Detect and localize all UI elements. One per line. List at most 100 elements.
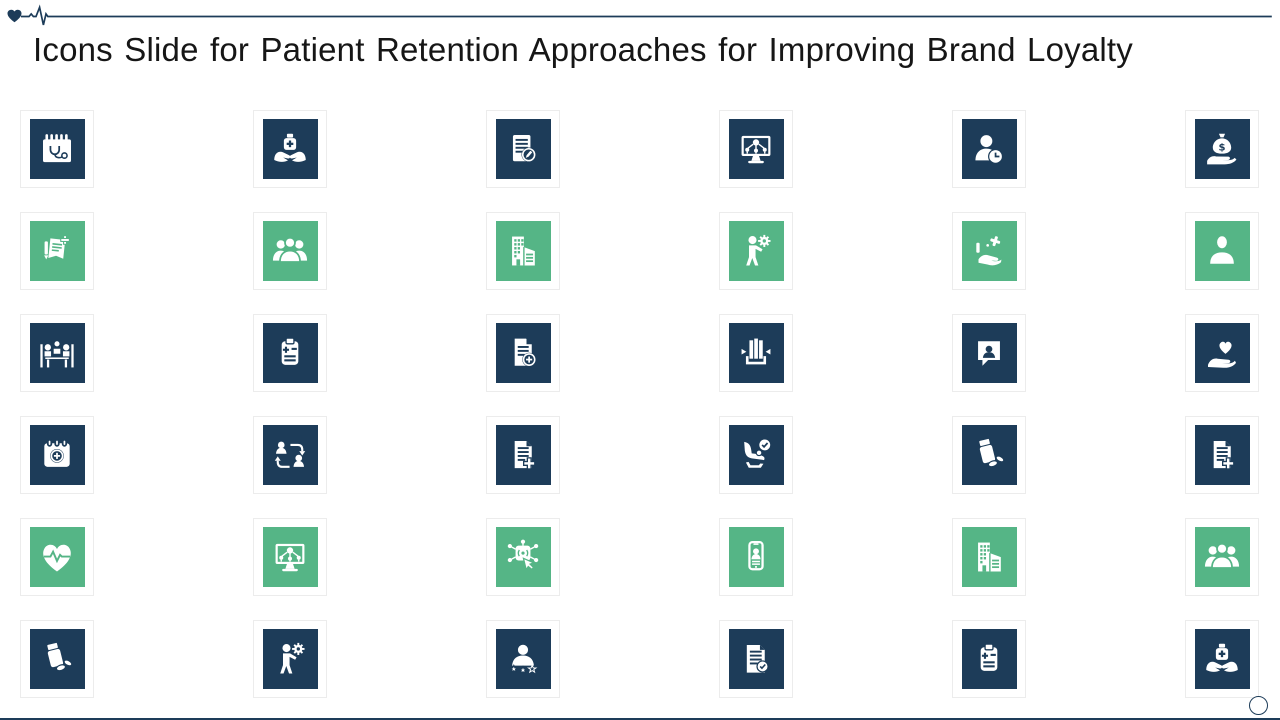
hand-money-bag-icon: $ <box>1207 133 1237 165</box>
green-tile <box>961 221 1017 281</box>
icon-tile-calendar-plus[interactable] <box>20 416 94 494</box>
navy-tile <box>29 425 85 485</box>
hand-medical-cross-icon <box>976 236 1002 266</box>
hands-medicine-icon <box>1206 643 1238 672</box>
icon-tile-pill-bottle[interactable] <box>20 620 94 698</box>
footer-line <box>0 717 1280 720</box>
icon-tile-hand-medical-cross[interactable] <box>952 212 1026 290</box>
icon-tile-heart-pulse[interactable] <box>20 518 94 596</box>
icon-tile-recliner-check[interactable] <box>719 416 793 494</box>
icon-tile-person-gear[interactable] <box>719 212 793 290</box>
heart-pulse-icon <box>43 544 71 572</box>
hands-medicine-icon <box>274 133 306 162</box>
navy-tile <box>262 119 318 179</box>
icon-tile-document-add-circle[interactable] <box>486 314 560 392</box>
navy-tile <box>262 323 318 383</box>
navy-tile: $ <box>1194 119 1250 179</box>
green-tile <box>961 527 1017 587</box>
prescription-pencil-icon <box>44 235 70 260</box>
people-group-icon <box>1204 542 1240 569</box>
icon-tile-person-silhouette[interactable] <box>1185 212 1259 290</box>
network-touch-icon <box>507 539 539 572</box>
meeting-table-icon <box>40 340 74 368</box>
icon-tile-chat-person[interactable] <box>952 314 1026 392</box>
bar-columns-arrows-icon <box>741 338 771 365</box>
green-tile <box>495 221 551 281</box>
navy-tile <box>961 629 1017 689</box>
navy-tile <box>29 119 85 179</box>
icon-tile-document-edit[interactable] <box>486 110 560 188</box>
navy-tile <box>1194 425 1250 485</box>
document-add-circle-icon <box>514 338 536 367</box>
calendar-plus-icon <box>44 438 70 467</box>
monitor-network-icon <box>275 543 305 572</box>
navy-tile <box>1194 629 1250 689</box>
pill-bottle-icon <box>979 438 1005 468</box>
icon-tile-building-hospital[interactable] <box>952 518 1026 596</box>
clipboard-chart-icon <box>281 337 299 365</box>
icon-tile-phone-person[interactable] <box>719 518 793 596</box>
icon-tile-people-group[interactable] <box>1185 518 1259 596</box>
green-tile <box>728 527 784 587</box>
icon-tile-person-gear[interactable] <box>253 620 327 698</box>
green-tile <box>728 221 784 281</box>
navy-tile <box>495 119 551 179</box>
icon-tile-hand-heart[interactable] <box>1185 314 1259 392</box>
person-silhouette-icon <box>1210 236 1234 264</box>
people-sync-icon <box>274 441 306 468</box>
icon-tile-calendar-stethoscope[interactable] <box>20 110 94 188</box>
navy-tile <box>495 323 551 383</box>
outline-circle-icon <box>1249 696 1268 715</box>
navy-tile <box>961 323 1017 383</box>
icon-tile-hand-money-bag[interactable]: $ <box>1185 110 1259 188</box>
icon-tile-document-check[interactable] <box>719 620 793 698</box>
document-edit-icon <box>512 135 536 162</box>
navy-tile <box>1194 323 1250 383</box>
icon-tile-people-group[interactable] <box>253 212 327 290</box>
person-clock-icon <box>975 135 1004 164</box>
building-hospital-icon <box>978 542 1001 572</box>
navy-tile <box>728 425 784 485</box>
navy-tile <box>262 425 318 485</box>
icon-tile-meeting-table[interactable] <box>20 314 94 392</box>
green-tile <box>1194 527 1250 587</box>
phone-person-icon <box>748 540 764 571</box>
green-tile <box>29 221 85 281</box>
recliner-check-icon <box>744 439 771 468</box>
icon-tile-pill-bottle[interactable] <box>952 416 1026 494</box>
document-plus-icon <box>514 441 536 470</box>
icon-tile-document-plus[interactable] <box>1185 416 1259 494</box>
icon-tile-bar-columns-arrows[interactable] <box>719 314 793 392</box>
icon-tile-people-sync[interactable] <box>253 416 327 494</box>
people-group-icon <box>272 236 308 263</box>
navy-tile <box>961 425 1017 485</box>
icon-tile-clipboard-chart[interactable] <box>253 314 327 392</box>
icon-tile-person-stars[interactable] <box>486 620 560 698</box>
icon-tile-building-hospital[interactable] <box>486 212 560 290</box>
navy-tile <box>29 323 85 383</box>
person-gear-icon <box>280 642 305 674</box>
green-tile <box>29 527 85 587</box>
icon-grid: $ <box>20 110 1259 698</box>
icon-tile-network-touch[interactable] <box>486 518 560 596</box>
pill-bottle-icon <box>47 642 73 672</box>
person-stars-icon <box>508 644 538 675</box>
icon-tile-monitor-network[interactable] <box>719 110 793 188</box>
navy-tile <box>728 119 784 179</box>
icon-tile-prescription-pencil[interactable] <box>20 212 94 290</box>
icon-tile-document-plus[interactable] <box>486 416 560 494</box>
hand-heart-icon <box>1208 341 1236 368</box>
icon-tile-clipboard-chart[interactable] <box>952 620 1026 698</box>
icon-tile-person-clock[interactable] <box>952 110 1026 188</box>
green-tile <box>262 221 318 281</box>
icon-tile-hands-medicine[interactable] <box>1185 620 1259 698</box>
document-plus-icon <box>1213 441 1235 470</box>
navy-tile <box>961 119 1017 179</box>
navy-tile <box>728 323 784 383</box>
icon-tile-monitor-network[interactable] <box>253 518 327 596</box>
page-title: Icons Slide for Patient Retention Approa… <box>33 31 1134 68</box>
icon-tile-hands-medicine[interactable] <box>253 110 327 188</box>
document-check-icon <box>746 645 769 673</box>
navy-tile <box>495 629 551 689</box>
person-gear-icon <box>746 234 771 266</box>
